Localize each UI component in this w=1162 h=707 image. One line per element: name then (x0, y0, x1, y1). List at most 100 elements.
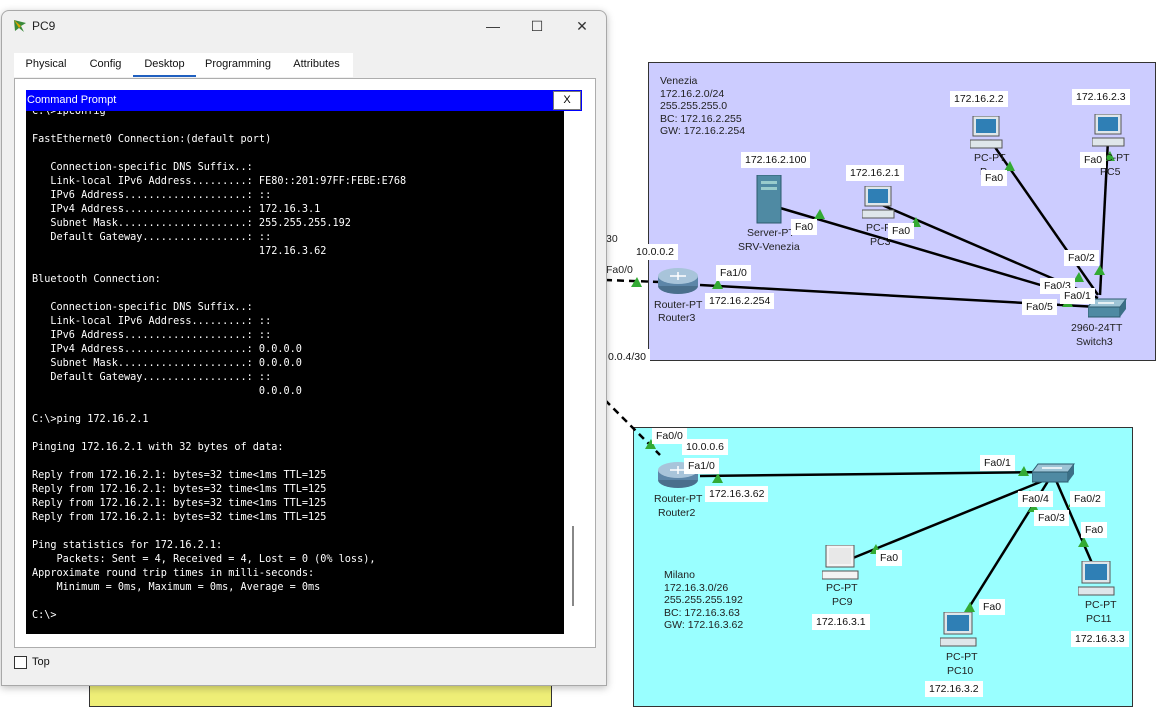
port-label: Fa0/0 (606, 264, 633, 276)
tab-desktop[interactable]: Desktop (133, 53, 196, 77)
ip-tag: 172.16.2.100 (741, 152, 811, 168)
top-checkbox-label: Top (32, 656, 50, 668)
wan-top-label: 30 (606, 233, 618, 245)
tab-programming[interactable]: Programming (196, 53, 280, 77)
router2-name: Router2 (658, 507, 696, 519)
wan-link-router3[interactable] (604, 278, 661, 284)
tab-physical[interactable]: Physical (14, 53, 78, 77)
terminal-line: Subnet Mask.....................: 255.25… (50, 218, 351, 229)
scrollbar-thumb[interactable] (572, 526, 574, 606)
minimize-button[interactable]: — (486, 18, 500, 34)
terminal-output: C:\>ipconfig FastEthernet0 Connection:(d… (26, 111, 406, 623)
server-type: Server-PT (747, 227, 795, 239)
port-label: Fa0 (1081, 522, 1108, 538)
switch3[interactable] (1087, 295, 1128, 326)
pc10[interactable] (939, 611, 978, 653)
window-title: PC9 (32, 19, 56, 33)
top-checkbox[interactable] (14, 656, 27, 669)
terminal-line: Link-local IPv6 Address.........: FE80::… (50, 176, 407, 187)
maximize-button[interactable]: ☐ (530, 18, 544, 34)
terminal-line: Bluetooth Connection: (32, 274, 161, 285)
ip-tag: 10.0.0.6 (682, 439, 728, 455)
link-pc11-switch2[interactable] (1053, 477, 1097, 571)
ip-tag: 172.16.2.3 (1072, 89, 1130, 105)
port-label: Fa0/4 (1018, 491, 1053, 507)
command-prompt-terminal[interactable]: C:\>ipconfig FastEthernet0 Connection:(d… (26, 111, 564, 634)
port-label: Fa0 (979, 599, 1006, 615)
command-prompt-titlebar: Command Prompt X (26, 90, 582, 111)
router3[interactable] (655, 266, 701, 301)
ip-tag: 172.16.2.2 (950, 91, 1008, 107)
terminal-line: Ping statistics for 172.16.2.1: (32, 540, 223, 551)
terminal-line: Connection-specific DNS Suffix..: (50, 162, 253, 173)
terminal-line: IPv4 Address....................: 172.16… (50, 204, 321, 215)
port-label: Fa0 (888, 223, 915, 239)
router3-type: Router-PT (654, 299, 703, 311)
pc11-name: PC11 (1086, 613, 1112, 625)
port-label: Fa0 (876, 550, 903, 566)
terminal-line: Approximate round trip times in milli-se… (32, 568, 315, 579)
ip-tag: 172.16.3.3 (1071, 631, 1129, 647)
desktop-panel: Command Prompt X C:\>ipconfig FastEthern… (14, 78, 596, 648)
close-button[interactable]: ✕ (576, 18, 588, 34)
wan-bottom-label: 0.0.4/30 (604, 349, 650, 365)
server-name: SRV-Venezia (738, 241, 800, 253)
terminal-line: Subnet Mask.....................: 0.0.0.… (50, 358, 302, 369)
pc4[interactable] (969, 115, 1004, 155)
ip-tag: 172.16.2.254 (705, 293, 775, 309)
ip-tag: 172.16.3.1 (812, 614, 870, 630)
terminal-line: Reply from 172.16.2.1: bytes=32 time<1ms… (32, 498, 327, 509)
port-label: Fa0/2 (1070, 491, 1105, 507)
pc3[interactable] (861, 185, 896, 225)
pc9[interactable] (821, 544, 860, 586)
terminal-line: C:\>ipconfig (32, 111, 106, 117)
pc-icon (1077, 560, 1115, 596)
server-srv-venezia[interactable] (755, 174, 785, 230)
terminal-line: Reply from 172.16.2.1: bytes=32 time<1ms… (32, 470, 327, 481)
pc9-type: PC-PT (826, 582, 858, 594)
terminal-line: C:\> (32, 610, 57, 621)
terminal-scrollbar[interactable] (564, 111, 582, 634)
terminal-line: Packets: Sent = 4, Received = 4, Lost = … (56, 554, 376, 565)
ip-tag: 172.16.2.1 (846, 165, 904, 181)
router3-name: Router3 (658, 312, 696, 324)
terminal-line: IPv4 Address....................: 0.0.0.… (50, 344, 302, 355)
router2-type: Router-PT (654, 493, 703, 505)
terminal-line: IPv6 Address....................: :: (50, 330, 272, 341)
link-pc9-switch2[interactable] (847, 476, 1051, 562)
pc3-name: PC3 (870, 236, 891, 248)
terminal-line: Default Gateway.................: :: (50, 372, 272, 383)
window-titlebar[interactable]: PC9 — ☐ ✕ (2, 11, 606, 42)
ip-tag: 172.16.3.62 (705, 486, 769, 502)
venezia-area[interactable]: Venezia 172.16.2.0/24 255.255.255.0 BC: … (648, 62, 1156, 361)
router2[interactable] (655, 460, 701, 495)
router-icon (658, 268, 698, 294)
link-router2-switch2[interactable] (699, 470, 1051, 478)
pc9-window[interactable]: PC9 — ☐ ✕ Physical Config Desktop Progra… (1, 10, 607, 686)
terminal-line: Reply from 172.16.2.1: bytes=32 time<1ms… (32, 484, 327, 495)
command-prompt-close-button[interactable]: X (553, 91, 581, 110)
terminal-line: Pinging 172.16.2.1 with 32 bytes of data… (32, 442, 284, 453)
ip-tag: 172.16.3.2 (925, 681, 983, 697)
switch2[interactable] (1031, 460, 1076, 491)
terminal-line: 0.0.0.0 (258, 386, 302, 397)
port-label: Fa0/0 (652, 428, 687, 444)
ip-tag: 10.0.0.2 (632, 244, 678, 260)
switch3-type: 2960-24TT (1071, 322, 1123, 334)
milano-area-note: Milano 172.16.3.0/26 255.255.255.192 BC:… (664, 569, 744, 631)
switch-icon (1031, 463, 1075, 483)
pc11[interactable] (1077, 560, 1116, 602)
terminal-line: Minimum = 0ms, Maximum = 0ms, Average = … (56, 582, 321, 593)
command-prompt-title: Command Prompt (27, 94, 117, 106)
terminal-line: C:\>ping 172.16.2.1 (32, 414, 149, 425)
terminal-line: Default Gateway.................: :: (50, 232, 272, 243)
terminal-line: Connection-specific DNS Suffix..: (50, 302, 253, 313)
pc10-type: PC-PT (946, 651, 978, 663)
pc-icon (969, 115, 1003, 149)
packet-tracer-icon (14, 20, 26, 32)
tab-attributes[interactable]: Attributes (280, 53, 353, 77)
tab-config[interactable]: Config (78, 53, 133, 77)
pc5[interactable] (1091, 113, 1126, 153)
pc-icon (861, 185, 895, 219)
